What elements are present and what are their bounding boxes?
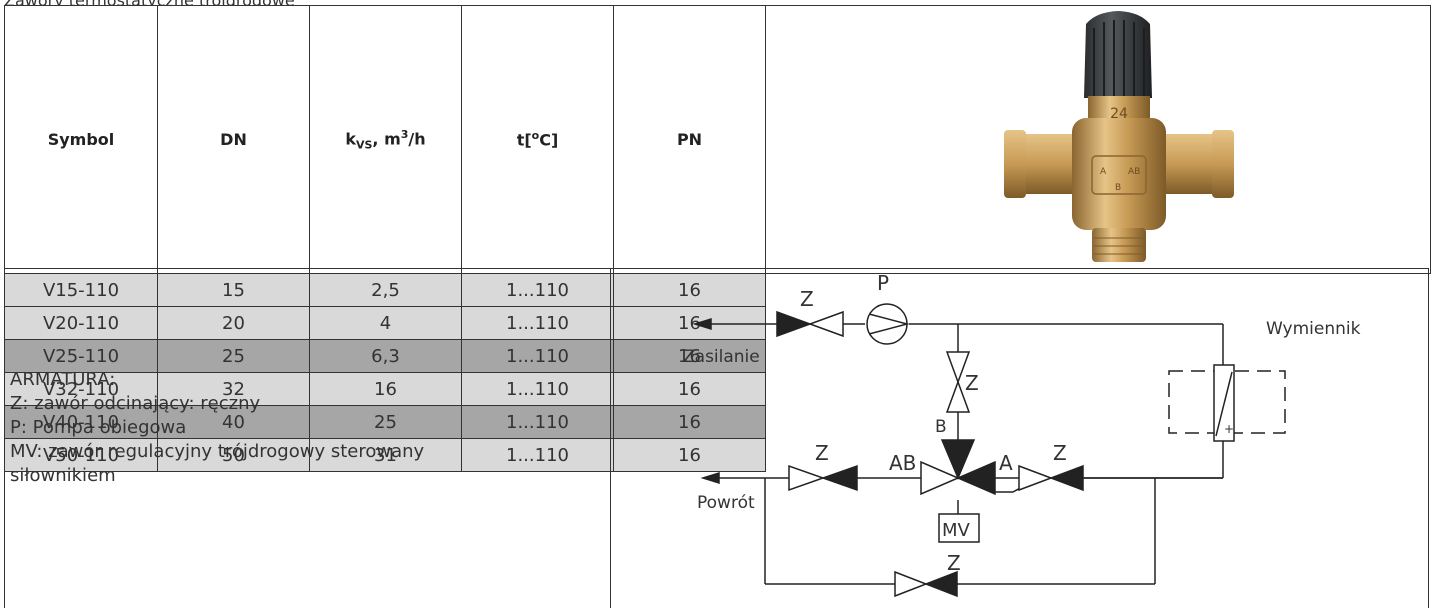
marking-b: B: [1115, 183, 1121, 193]
table-cell-dn: 50: [157, 438, 310, 472]
thread-right: [1212, 130, 1234, 198]
label-plus: +: [1224, 422, 1234, 436]
port-left: [1016, 134, 1086, 194]
label-exchanger: Wymiennik: [1266, 319, 1361, 339]
bottom-frame: [4, 268, 1429, 608]
legend: ARMATURA: Z: zawór odcinający: ręczny P:…: [10, 368, 570, 488]
header-t-pre: t[: [516, 130, 532, 150]
header-kvs-unit: , m: [372, 129, 401, 149]
table-cell-pn: 16: [613, 438, 766, 472]
legend-line: MV: zawór regulacyjny trójdrogowy sterow…: [10, 441, 425, 462]
thread-left: [1004, 130, 1026, 198]
legend-line: P: Pompa obiegowa: [10, 417, 187, 438]
table-header-row: Symbol DN kVS, m3/h t[oC] PN: [4, 5, 1431, 274]
mixing-valve-icon: [920, 460, 960, 496]
legend-title: ARMATURA:: [10, 369, 116, 390]
return-arrow-icon: [700, 471, 720, 485]
table-cell-dn: 15: [157, 273, 310, 307]
label-port-a: A: [999, 451, 1013, 475]
table-cell-symbol: V25-110: [4, 339, 158, 373]
shutoff-valve-icon: [1048, 464, 1084, 492]
shutoff-valve-icon: [807, 310, 844, 338]
table-cell-kvs: 4: [309, 306, 462, 340]
label-z-bypass: Z: [947, 551, 961, 575]
header-dn: DN: [157, 5, 310, 274]
label-mv: MV: [942, 520, 971, 541]
label-supply: Zasilanie: [683, 347, 760, 367]
shutoff-valve-icon: [776, 310, 813, 338]
table-cell-dn: 32: [157, 372, 310, 406]
valve-photo: 24 A AB B: [1004, 11, 1234, 262]
marking-a: A: [1100, 167, 1107, 177]
table-cell-symbol: V40-110: [4, 405, 158, 439]
label-port-ab: AB: [889, 451, 916, 475]
label-z-return-right: Z: [1053, 441, 1067, 465]
header-symbol: Symbol: [4, 5, 158, 274]
mixing-valve-icon: [940, 439, 976, 480]
label-pump: P: [877, 271, 889, 295]
piping-diagram: Z P Zasilanie Wymiennik + Z B Z AB A Z P…: [683, 271, 1361, 598]
header-temperature: t[oC]: [461, 5, 614, 274]
header-kvs-sup: 3: [400, 127, 409, 141]
header-kvs-tail: /h: [408, 129, 426, 149]
label-port-b: B: [935, 417, 947, 437]
table-cell-pn: 16: [613, 306, 766, 340]
table-cell-t: 1...110: [461, 372, 614, 406]
marking-ab: AB: [1128, 167, 1140, 177]
label-z-supply: Z: [800, 287, 814, 311]
actuator-icon: [938, 513, 980, 543]
table-cell-symbol: V50-110: [4, 438, 158, 472]
table-cell-symbol: V32-110: [4, 372, 158, 406]
shutoff-valve-icon: [1018, 464, 1054, 492]
pump-icon: [866, 303, 908, 345]
mixing-valve-icon: [956, 460, 996, 496]
table-cell-t: 1...110: [461, 306, 614, 340]
shutoff-valve-icon: [820, 464, 858, 492]
legend-line: siłownikiem: [10, 465, 116, 486]
valve-photo-cell: 24 A AB B: [765, 5, 1431, 274]
table-cell-kvs: 16: [309, 372, 462, 406]
header-kvs: kVS, m3/h: [309, 5, 462, 274]
header-kvs-k: k: [345, 129, 356, 149]
port-bottom: [1092, 228, 1146, 262]
table-cell-kvs: 31: [309, 438, 462, 472]
shutoff-valve-icon: [945, 379, 971, 413]
spec-table: Symbol DN kVS, m3/h t[oC] PN: [4, 5, 1431, 472]
shutoff-valve-icon: [788, 464, 826, 492]
table-cell-pn: 16: [613, 273, 766, 307]
table-cell-t: 1...110: [461, 273, 614, 307]
table-cell-t: 1...110: [461, 438, 614, 472]
table-cell-t: 1...110: [461, 405, 614, 439]
shutoff-valve-icon: [894, 570, 929, 598]
header-pn: PN: [613, 5, 766, 274]
legend-line: Z: zawór odcinający: ręczny: [10, 393, 261, 414]
label-z-branch: Z: [965, 371, 979, 395]
supply-arrow-icon: [692, 317, 712, 331]
header-t-sup: o: [531, 129, 540, 143]
header-kvs-sub: VS: [355, 138, 373, 152]
label-z-return-left: Z: [815, 441, 829, 465]
column-divider: [610, 268, 611, 608]
label-return: Powrót: [697, 493, 755, 513]
shutoff-valve-icon: [945, 351, 971, 385]
table-cell-dn: 40: [157, 405, 310, 439]
table-cell-symbol: V15-110: [4, 273, 158, 307]
header-t-post: C]: [539, 130, 559, 150]
table-cell-symbol: V20-110: [4, 306, 158, 340]
port-right: [1152, 134, 1222, 194]
shutoff-valve-icon: [923, 570, 958, 598]
valve-body: [1072, 118, 1166, 230]
table-cell-kvs: 25: [309, 405, 462, 439]
table-cell-dn: 25: [157, 339, 310, 373]
table-cell-kvs: 6,3: [309, 339, 462, 373]
table-cell-dn: 20: [157, 306, 310, 340]
table-cell-t: 1...110: [461, 339, 614, 373]
